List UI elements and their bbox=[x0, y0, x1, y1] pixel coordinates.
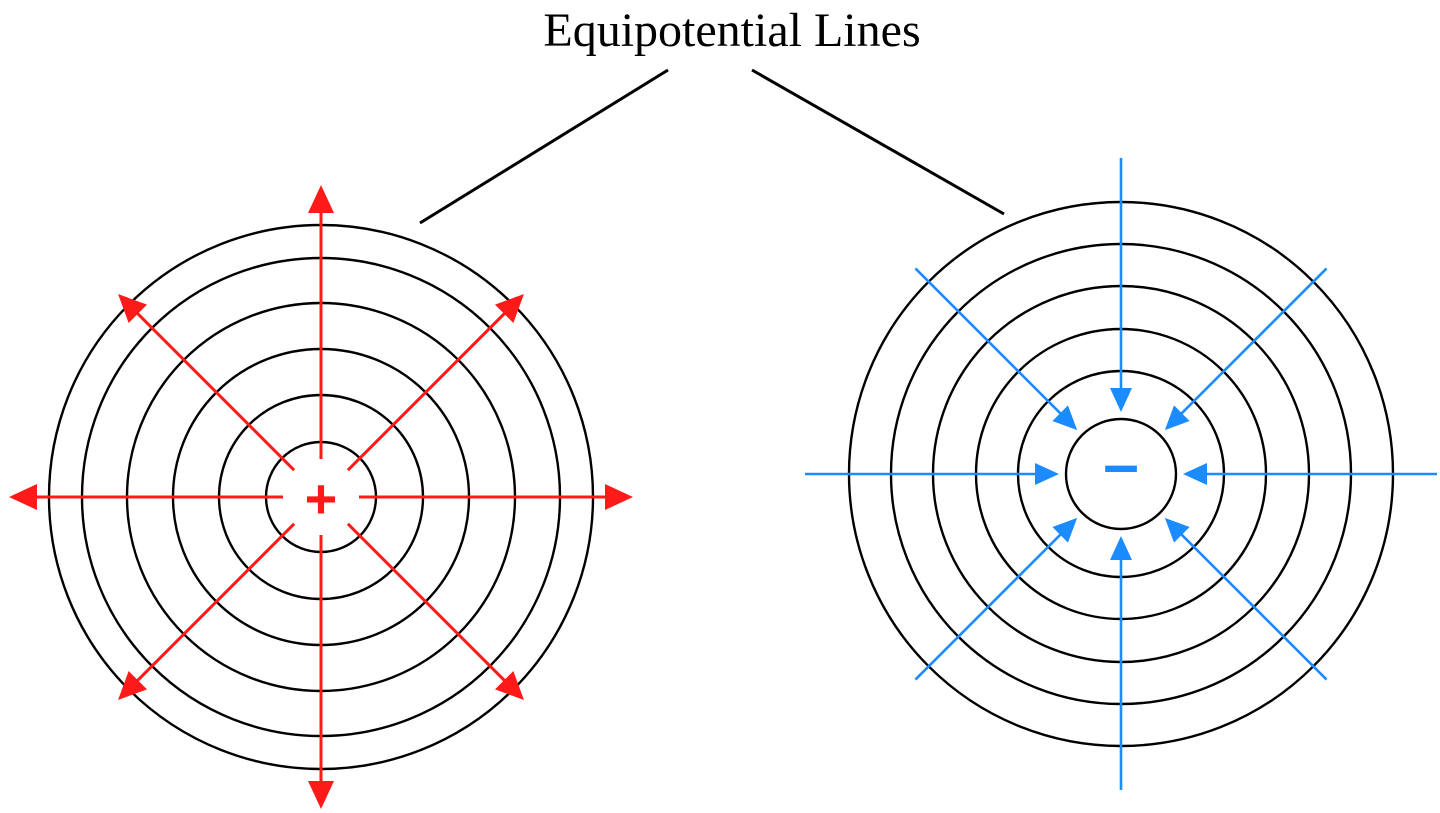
positive-field-line-4 bbox=[132, 522, 296, 686]
negative-arrowhead-2 bbox=[1164, 517, 1190, 543]
positive-field-line-6 bbox=[132, 308, 296, 472]
negative-arrowhead-6 bbox=[1052, 405, 1078, 431]
negative-field-line-2 bbox=[1177, 530, 1328, 681]
negative-field-line-8 bbox=[1177, 267, 1328, 418]
leader-line-negative bbox=[751, 68, 1005, 216]
diagram-title: Equipotential Lines bbox=[543, 4, 920, 57]
positive-arrowhead-8 bbox=[494, 294, 524, 324]
negative-field-lines bbox=[805, 158, 1437, 790]
positive-arrowhead-6 bbox=[118, 294, 148, 324]
negative-arrowhead-5 bbox=[1035, 463, 1059, 485]
positive-arrowhead-2 bbox=[494, 670, 524, 700]
negative-field-line-6 bbox=[914, 267, 1065, 418]
negative-arrowhead-4 bbox=[1052, 517, 1078, 543]
negative-charge-field: – bbox=[805, 158, 1437, 790]
leader-line-positive bbox=[419, 68, 669, 225]
positive-charge-symbol: + bbox=[305, 467, 338, 530]
negative-field-line-4 bbox=[914, 530, 1065, 681]
negative-arrowhead-1 bbox=[1183, 463, 1207, 485]
positive-arrowhead-7 bbox=[308, 185, 334, 213]
negative-arrowhead-8 bbox=[1164, 405, 1190, 431]
positive-field-line-2 bbox=[346, 522, 510, 686]
positive-arrowhead-4 bbox=[118, 670, 148, 700]
positive-arrowhead-5 bbox=[9, 484, 37, 510]
negative-charge-symbol: – bbox=[1103, 428, 1139, 500]
positive-charge-field: + bbox=[9, 185, 633, 809]
positive-arrowhead-1 bbox=[605, 484, 633, 510]
negative-arrowhead-3 bbox=[1110, 536, 1132, 560]
positive-field-lines bbox=[9, 185, 633, 809]
negative-ring-1 bbox=[1064, 417, 1178, 531]
negative-arrowhead-7 bbox=[1110, 388, 1132, 412]
positive-field-line-8 bbox=[346, 308, 510, 472]
positive-arrowhead-3 bbox=[308, 781, 334, 809]
